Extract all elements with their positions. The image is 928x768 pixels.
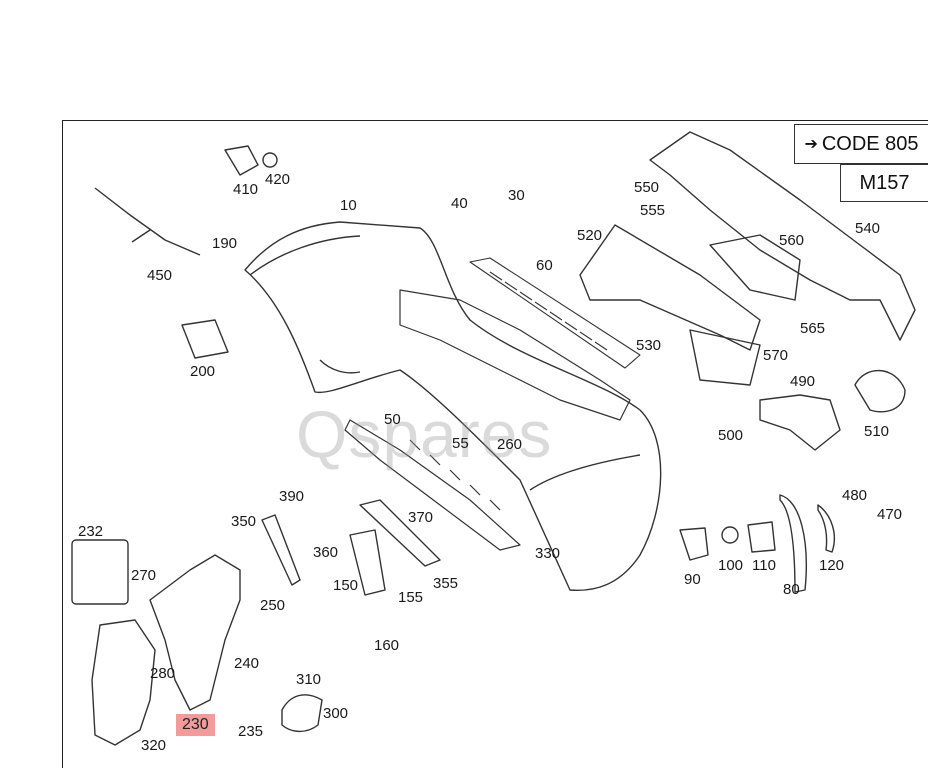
part-label-100[interactable]: 100 <box>718 557 744 574</box>
part-510-bracket <box>854 369 906 413</box>
part-350-bar <box>261 514 301 586</box>
part-label-450[interactable]: 450 <box>147 267 173 284</box>
part-label-410[interactable]: 410 <box>233 181 259 198</box>
part-label-300[interactable]: 300 <box>323 705 349 722</box>
part-label-570[interactable]: 570 <box>763 347 789 364</box>
part-label-10[interactable]: 10 <box>340 197 357 214</box>
part-label-55[interactable]: 55 <box>452 435 469 452</box>
part-label-155[interactable]: 155 <box>398 589 424 606</box>
part-label-60[interactable]: 60 <box>536 257 553 274</box>
part-label-240[interactable]: 240 <box>234 655 260 672</box>
part-label-90[interactable]: 90 <box>684 571 701 588</box>
part-320-bracket <box>91 619 156 746</box>
diagram-frame <box>62 120 928 768</box>
part-label-30[interactable]: 30 <box>508 187 525 204</box>
part-label-190[interactable]: 190 <box>212 235 238 252</box>
part-label-280[interactable]: 280 <box>150 665 176 682</box>
code-805-box: ➔ CODE 805 <box>794 124 928 164</box>
part-label-490[interactable]: 490 <box>790 373 816 390</box>
part-label-565[interactable]: 565 <box>800 320 826 337</box>
part-label-470[interactable]: 470 <box>877 506 903 523</box>
part-50-carrier <box>344 289 631 551</box>
part-80-strip <box>779 494 807 593</box>
part-60-grille <box>469 257 641 369</box>
part-450-wiring <box>94 187 201 256</box>
part-232-plate <box>71 539 129 605</box>
part-label-530[interactable]: 530 <box>636 337 662 354</box>
part-label-232[interactable]: 232 <box>78 523 104 540</box>
part-label-50[interactable]: 50 <box>384 411 401 428</box>
part-150-bracket <box>349 529 386 596</box>
part-label-390[interactable]: 390 <box>279 488 305 505</box>
part-230-bracket <box>149 554 241 711</box>
part-label-540[interactable]: 540 <box>855 220 881 237</box>
code-label: CODE 805 <box>821 132 919 155</box>
part-label-330[interactable]: 330 <box>535 545 561 562</box>
part-label-40[interactable]: 40 <box>451 195 468 212</box>
part-label-350[interactable]: 350 <box>231 513 257 530</box>
part-110-holder <box>747 521 776 553</box>
part-100-ring <box>721 526 739 544</box>
part-label-160[interactable]: 160 <box>374 637 400 654</box>
part-label-510[interactable]: 510 <box>864 423 890 440</box>
model-label: M157 <box>859 171 910 194</box>
part-label-270[interactable]: 270 <box>131 567 157 584</box>
part-label-250[interactable]: 250 <box>260 597 286 614</box>
part-120-strip <box>817 504 836 553</box>
part-label-370[interactable]: 370 <box>408 509 434 526</box>
part-label-355[interactable]: 355 <box>433 575 459 592</box>
part-300-clip <box>281 694 323 733</box>
part-label-120[interactable]: 120 <box>819 557 845 574</box>
arrow-right-icon: ➔ <box>804 136 818 153</box>
part-label-480[interactable]: 480 <box>842 487 868 504</box>
part-10-bumper-cover <box>244 221 662 592</box>
part-355-bar <box>359 499 441 567</box>
part-label-320[interactable]: 320 <box>141 737 167 754</box>
part-520-diffuser <box>579 224 761 386</box>
part-label-560[interactable]: 560 <box>779 232 805 249</box>
part-90-sensor <box>679 527 709 561</box>
part-label-80[interactable]: 80 <box>783 581 800 598</box>
part-label-360[interactable]: 360 <box>313 544 339 561</box>
part-410-sensor <box>224 145 259 176</box>
part-label-555[interactable]: 555 <box>640 202 666 219</box>
part-200-cover <box>181 319 229 359</box>
part-label-260[interactable]: 260 <box>497 436 523 453</box>
part-label-235[interactable]: 235 <box>238 723 264 740</box>
part-540-trim <box>649 131 916 341</box>
part-label-200[interactable]: 200 <box>190 363 216 380</box>
part-label-520[interactable]: 520 <box>577 227 603 244</box>
part-420-ring <box>262 152 278 168</box>
part-label-550[interactable]: 550 <box>634 179 660 196</box>
part-label-230-highlighted[interactable]: 230 <box>176 714 215 736</box>
part-label-500[interactable]: 500 <box>718 427 744 444</box>
part-label-420[interactable]: 420 <box>265 171 291 188</box>
part-label-150[interactable]: 150 <box>333 577 359 594</box>
model-box: M157 <box>840 164 928 202</box>
part-490-bracket <box>759 394 841 451</box>
part-label-110[interactable]: 110 <box>752 557 776 574</box>
part-label-310[interactable]: 310 <box>296 671 322 688</box>
